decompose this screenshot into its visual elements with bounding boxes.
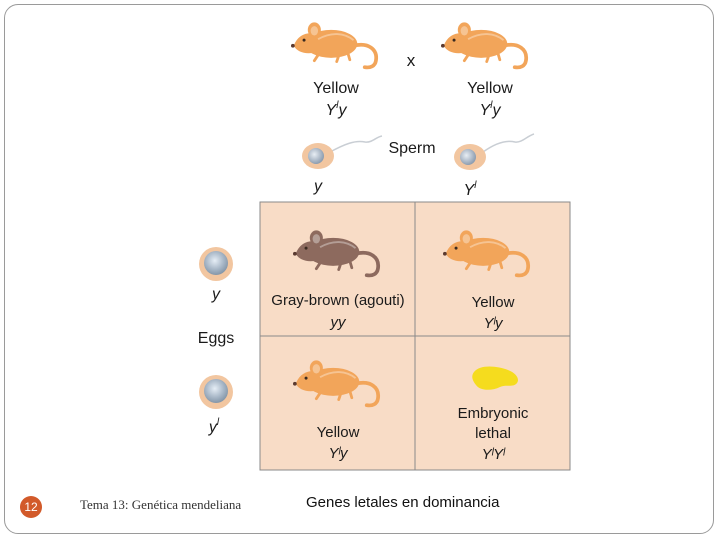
cell-bl-genotype: Yˡy	[329, 445, 349, 462]
parent-mouse-right-icon	[439, 20, 529, 70]
cell-tr-genotype: Yˡy	[484, 315, 504, 332]
parent-left-phenotype: Yellow	[313, 80, 359, 97]
sperm-left-icon	[302, 135, 383, 169]
lethal-embryo-icon	[472, 366, 518, 390]
slide-number-badge: 12	[20, 496, 42, 518]
sperm-label: Sperm	[388, 140, 435, 157]
parent-mouse-left-icon	[289, 20, 379, 70]
cell-br-genotype: YˡYˡ	[482, 446, 506, 463]
parent-right-phenotype: Yellow	[467, 80, 513, 97]
footer-course: Tema 13: Genética mendeliana	[80, 497, 242, 512]
cell-tl-phenotype: Gray-brown (agouti)	[271, 292, 404, 309]
cross-symbol: x	[407, 51, 416, 70]
egg-bottom-icon	[199, 375, 233, 409]
cell-bl-phenotype: Yellow	[317, 424, 360, 441]
egg-bottom-allele: yl	[208, 417, 220, 436]
sperm-right-icon	[454, 133, 535, 170]
cell-tl-genotype: yy	[330, 314, 348, 331]
parent-right-genotype: Yly	[480, 100, 502, 119]
egg-top-icon	[199, 247, 233, 281]
slide-title: Genes letales en dominancia	[306, 494, 500, 511]
cell-tr-phenotype: Yellow	[472, 294, 515, 311]
slide-frame	[4, 4, 714, 534]
egg-top-allele: y	[211, 286, 221, 303]
sperm-left-allele: y	[313, 178, 323, 195]
eggs-label: Eggs	[198, 330, 234, 347]
parent-left-genotype: Yly	[326, 100, 348, 119]
cell-br-line1: Embryonic	[458, 405, 529, 422]
sperm-right-allele: Yl	[464, 180, 478, 199]
cell-br-line2: lethal	[475, 425, 511, 442]
